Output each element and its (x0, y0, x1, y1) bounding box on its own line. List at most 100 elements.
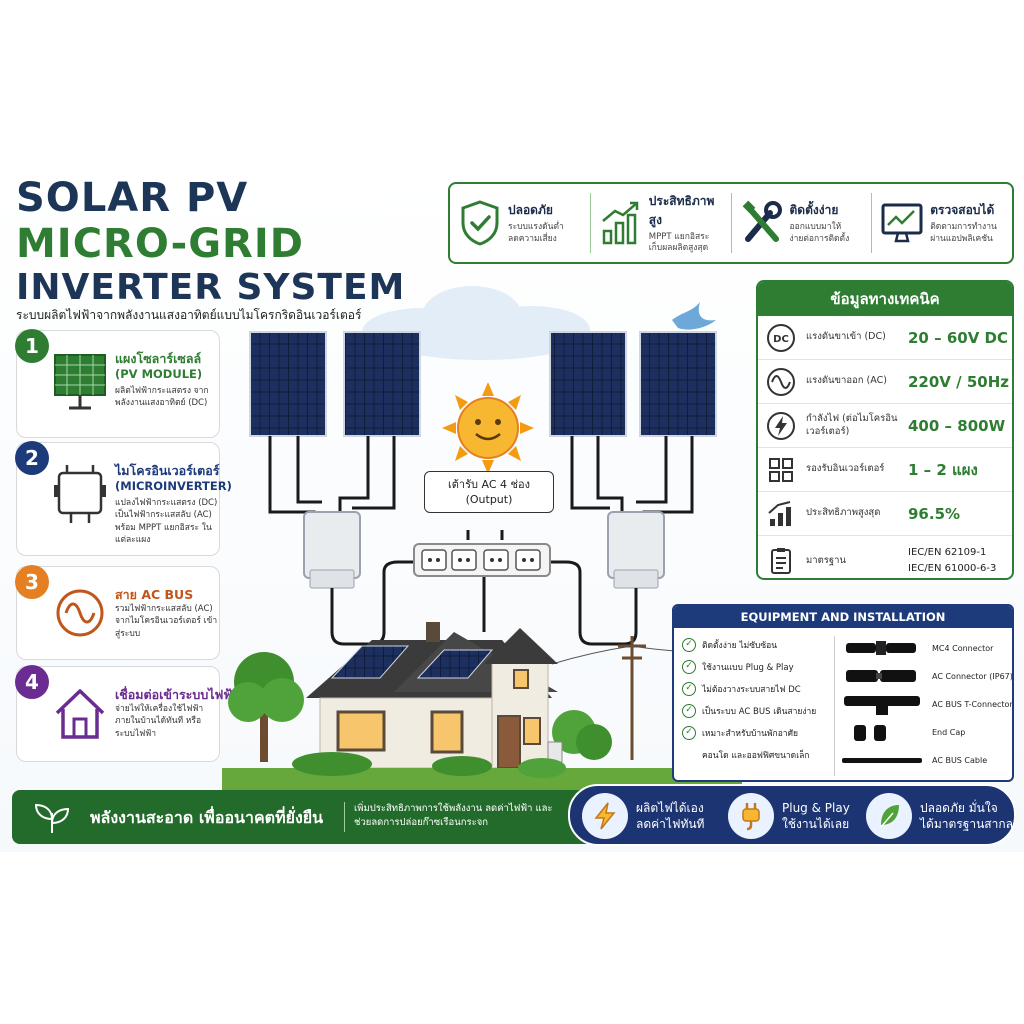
title-line-2: MICRO-GRID (16, 221, 304, 267)
solar-panel-icon (54, 354, 106, 410)
spec-row-efficiency: ประสิทธิภาพสูงสุด 96.5% (758, 492, 1012, 536)
connector-label: AC Connector (IP67) (932, 671, 1013, 681)
check-item-label: เป็นระบบ AC BUS เดินสายง่าย (702, 707, 817, 717)
tree (228, 652, 304, 762)
check-item-continued: คอนโด และออฟฟิศขนาดเล็ก (682, 744, 832, 766)
divider (344, 802, 345, 832)
house (306, 622, 563, 769)
spec-value: 220V / 50Hz (908, 372, 1010, 391)
leaf-icon (866, 793, 912, 839)
outlet-label-line-1: เต้ารับ AC 4 ช่อง (448, 478, 530, 491)
connector-label: AC BUS T-Connector (932, 699, 1013, 709)
svg-text:DC: DC (773, 334, 789, 345)
power-strip (413, 543, 551, 577)
microinverter-icon (54, 465, 106, 523)
spec-label: กำลังไฟ (ต่อไมโครอินเวอร์เตอร์) (806, 413, 898, 437)
specs-header: ข้อมูลทางเทคนิค (758, 282, 1012, 316)
solar-panel (639, 331, 717, 437)
subtitle: ระบบผลิตไฟฟ้าจากพลังงานแสงอาทิตย์แบบไมโค… (16, 308, 362, 322)
check-item-label: ไม่ต้องวางระบบสายไฟ DC (702, 685, 801, 695)
bird-icon (672, 302, 716, 330)
feature-desc: ลดความเสี่ยง (508, 233, 557, 244)
microinverter (607, 511, 665, 589)
spec-label: ประสิทธิภาพสูงสุด (806, 507, 881, 519)
specs-panel: ข้อมูลทางเทคนิค DC แรงดันขาเข้า (DC) 20 … (756, 280, 1014, 580)
spec-label: รองรับอินเวอร์เตอร์ (806, 463, 885, 475)
step-title: ไมโครอินเวอร์เตอร์ (115, 463, 220, 478)
slogan-band: พลังงานสะอาด เพื่ออนาคตที่ยั่งยืน เพิ่มป… (12, 790, 612, 844)
step-subtitle: (MICROINVERTER) (115, 479, 232, 493)
feature-title: ติดตั้งง่าย (789, 203, 839, 218)
step-number: 1 (15, 329, 49, 363)
tools-icon (742, 200, 782, 242)
leaves-icon (34, 803, 70, 833)
step-number: 2 (15, 441, 49, 475)
step-title: แผงโซลาร์เซลล์ (115, 351, 202, 366)
check-item-label: ใช้งานแบบ Plug & Play (702, 663, 794, 673)
title-block: SOLAR PV MICRO-GRID INVERTER SYSTEM (16, 178, 405, 306)
feature-desc: เก็บผลผลิตสูงสุด (648, 243, 709, 253)
outlet-label: เต้ารับ AC 4 ช่อง (Output) (424, 471, 554, 513)
shield-check-icon (461, 200, 499, 246)
feature-easy-install: ติดตั้งง่ายออกแบบมาให้ง่ายต่อการติดตั้ง (732, 193, 873, 253)
benefit-line-1: Plug & Play (782, 800, 850, 815)
growth-chart-icon (601, 201, 638, 245)
spec-value: 1 – 2 แผง (908, 460, 978, 479)
check-icon: ✓ (682, 660, 696, 674)
divider (834, 636, 835, 776)
check-icon: ✓ (682, 682, 696, 696)
benefit-line-2: ลดค่าไฟทันที (636, 817, 705, 831)
check-item-label: คอนโด และออฟฟิศขนาดเล็ก (702, 751, 810, 761)
check-item: ✓ ใช้งานแบบ Plug & Play (682, 656, 832, 678)
benefit-line-2: ได้มาตรฐานสากล (920, 817, 1013, 831)
lightning-icon (767, 411, 795, 440)
feature-monitor: ตรวจสอบได้ติดตามการทำงานผ่านแอปพลิเคชัน (872, 193, 1012, 253)
solar-panel (343, 331, 421, 437)
check-icon: ✓ (682, 726, 696, 740)
spec-value: 20 – 60V DC (908, 328, 1008, 347)
solar-panel (249, 331, 327, 437)
house-icon (55, 689, 105, 739)
title-line-1: SOLAR PV (16, 175, 249, 221)
spec-row-panels: รองรับอินเวอร์เตอร์ 1 – 2 แผง (758, 448, 1012, 492)
step-number: 3 (15, 565, 49, 599)
check-icon: ✓ (682, 638, 696, 652)
spec-value: IEC/EN 62109-1 (908, 547, 987, 558)
benefit-item: ผลิตไฟได้เองลดค่าไฟทันที (582, 792, 704, 840)
slogan: พลังงานสะอาด เพื่ออนาคตที่ยั่งยืน (90, 808, 324, 827)
spec-label: แรงดันขาออก (AC) (806, 375, 887, 387)
feature-title: ปลอดภัย (508, 203, 553, 218)
title-line-3: INVERTER SYSTEM (16, 267, 406, 308)
check-icon: ✓ (682, 704, 696, 718)
grid-panels-icon (769, 457, 793, 482)
feature-desc: ออกแบบมาให้ (789, 222, 842, 233)
feature-desc: MPPT แยกอิสระ (648, 231, 710, 242)
monitor-icon (881, 203, 923, 243)
spec-value-standards: IEC/EN 62109-1 IEC/EN 61000-6-3 (908, 545, 996, 577)
spec-label: มาตรฐาน (806, 554, 846, 566)
step-desc: ผลิตไฟฟ้ากระแสตรง จากพลังงานแสงอาทิตย์ (… (115, 386, 209, 409)
check-item-label: เหมาะสำหรับบ้านพักอาศัย (702, 729, 798, 739)
step-grid-connect: 4 เชื่อมต่อเข้าระบบไฟฟ้า จ่ายไฟให้เครื่อ… (15, 665, 239, 762)
slogan-desc: เพิ่มประสิทธิภาพการใช้พลังงาน ลดค่าไฟฟ้า… (354, 803, 553, 829)
spec-value: IEC/EN 61000-6-3 (908, 563, 997, 574)
step-desc: จ่ายไฟให้เครื่องใช้ไฟฟ้า ภายในบ้านได้ทัน… (115, 704, 204, 739)
spec-value: 96.5% (908, 504, 961, 523)
connector-label: End Cap (932, 727, 966, 737)
feature-bar: ปลอดภัยระบบแรงดันต่ำลดความเสี่ยง ประสิทธ… (448, 182, 1014, 264)
step-title: เชื่อมต่อเข้าระบบไฟฟ้า (115, 687, 240, 702)
spec-row-standard: มาตรฐาน IEC/EN 62109-1 IEC/EN 61000-6-3 (758, 536, 1012, 578)
spec-value: 400 – 800W (908, 416, 1006, 435)
step-subtitle: (PV MODULE) (115, 367, 203, 381)
feature-desc: ผ่านแอปพลิเคชัน (930, 233, 993, 244)
end-cap-icon (854, 725, 886, 741)
dc-icon: DC (767, 323, 795, 352)
outlet-label-line-2: (Output) (465, 493, 513, 507)
check-item: ✓ เหมาะสำหรับบ้านพักอาศัย (682, 722, 832, 744)
benefit-line-2: ใช้งานได้เลย (782, 817, 850, 831)
benefit-item: ปลอดภัย มั่นใจได้มาตรฐานสากล (866, 792, 1013, 840)
step-desc: แปลงไฟฟ้ากระแสตรง (DC) เป็นไฟฟ้ากระแสสลั… (115, 498, 218, 545)
check-item: ✓ติดตั้งง่าย ไม่ซับซ้อน (682, 634, 832, 656)
ac-connector-icon (846, 670, 916, 682)
benefit-line-1: ผลิตไฟได้เอง (636, 800, 704, 815)
